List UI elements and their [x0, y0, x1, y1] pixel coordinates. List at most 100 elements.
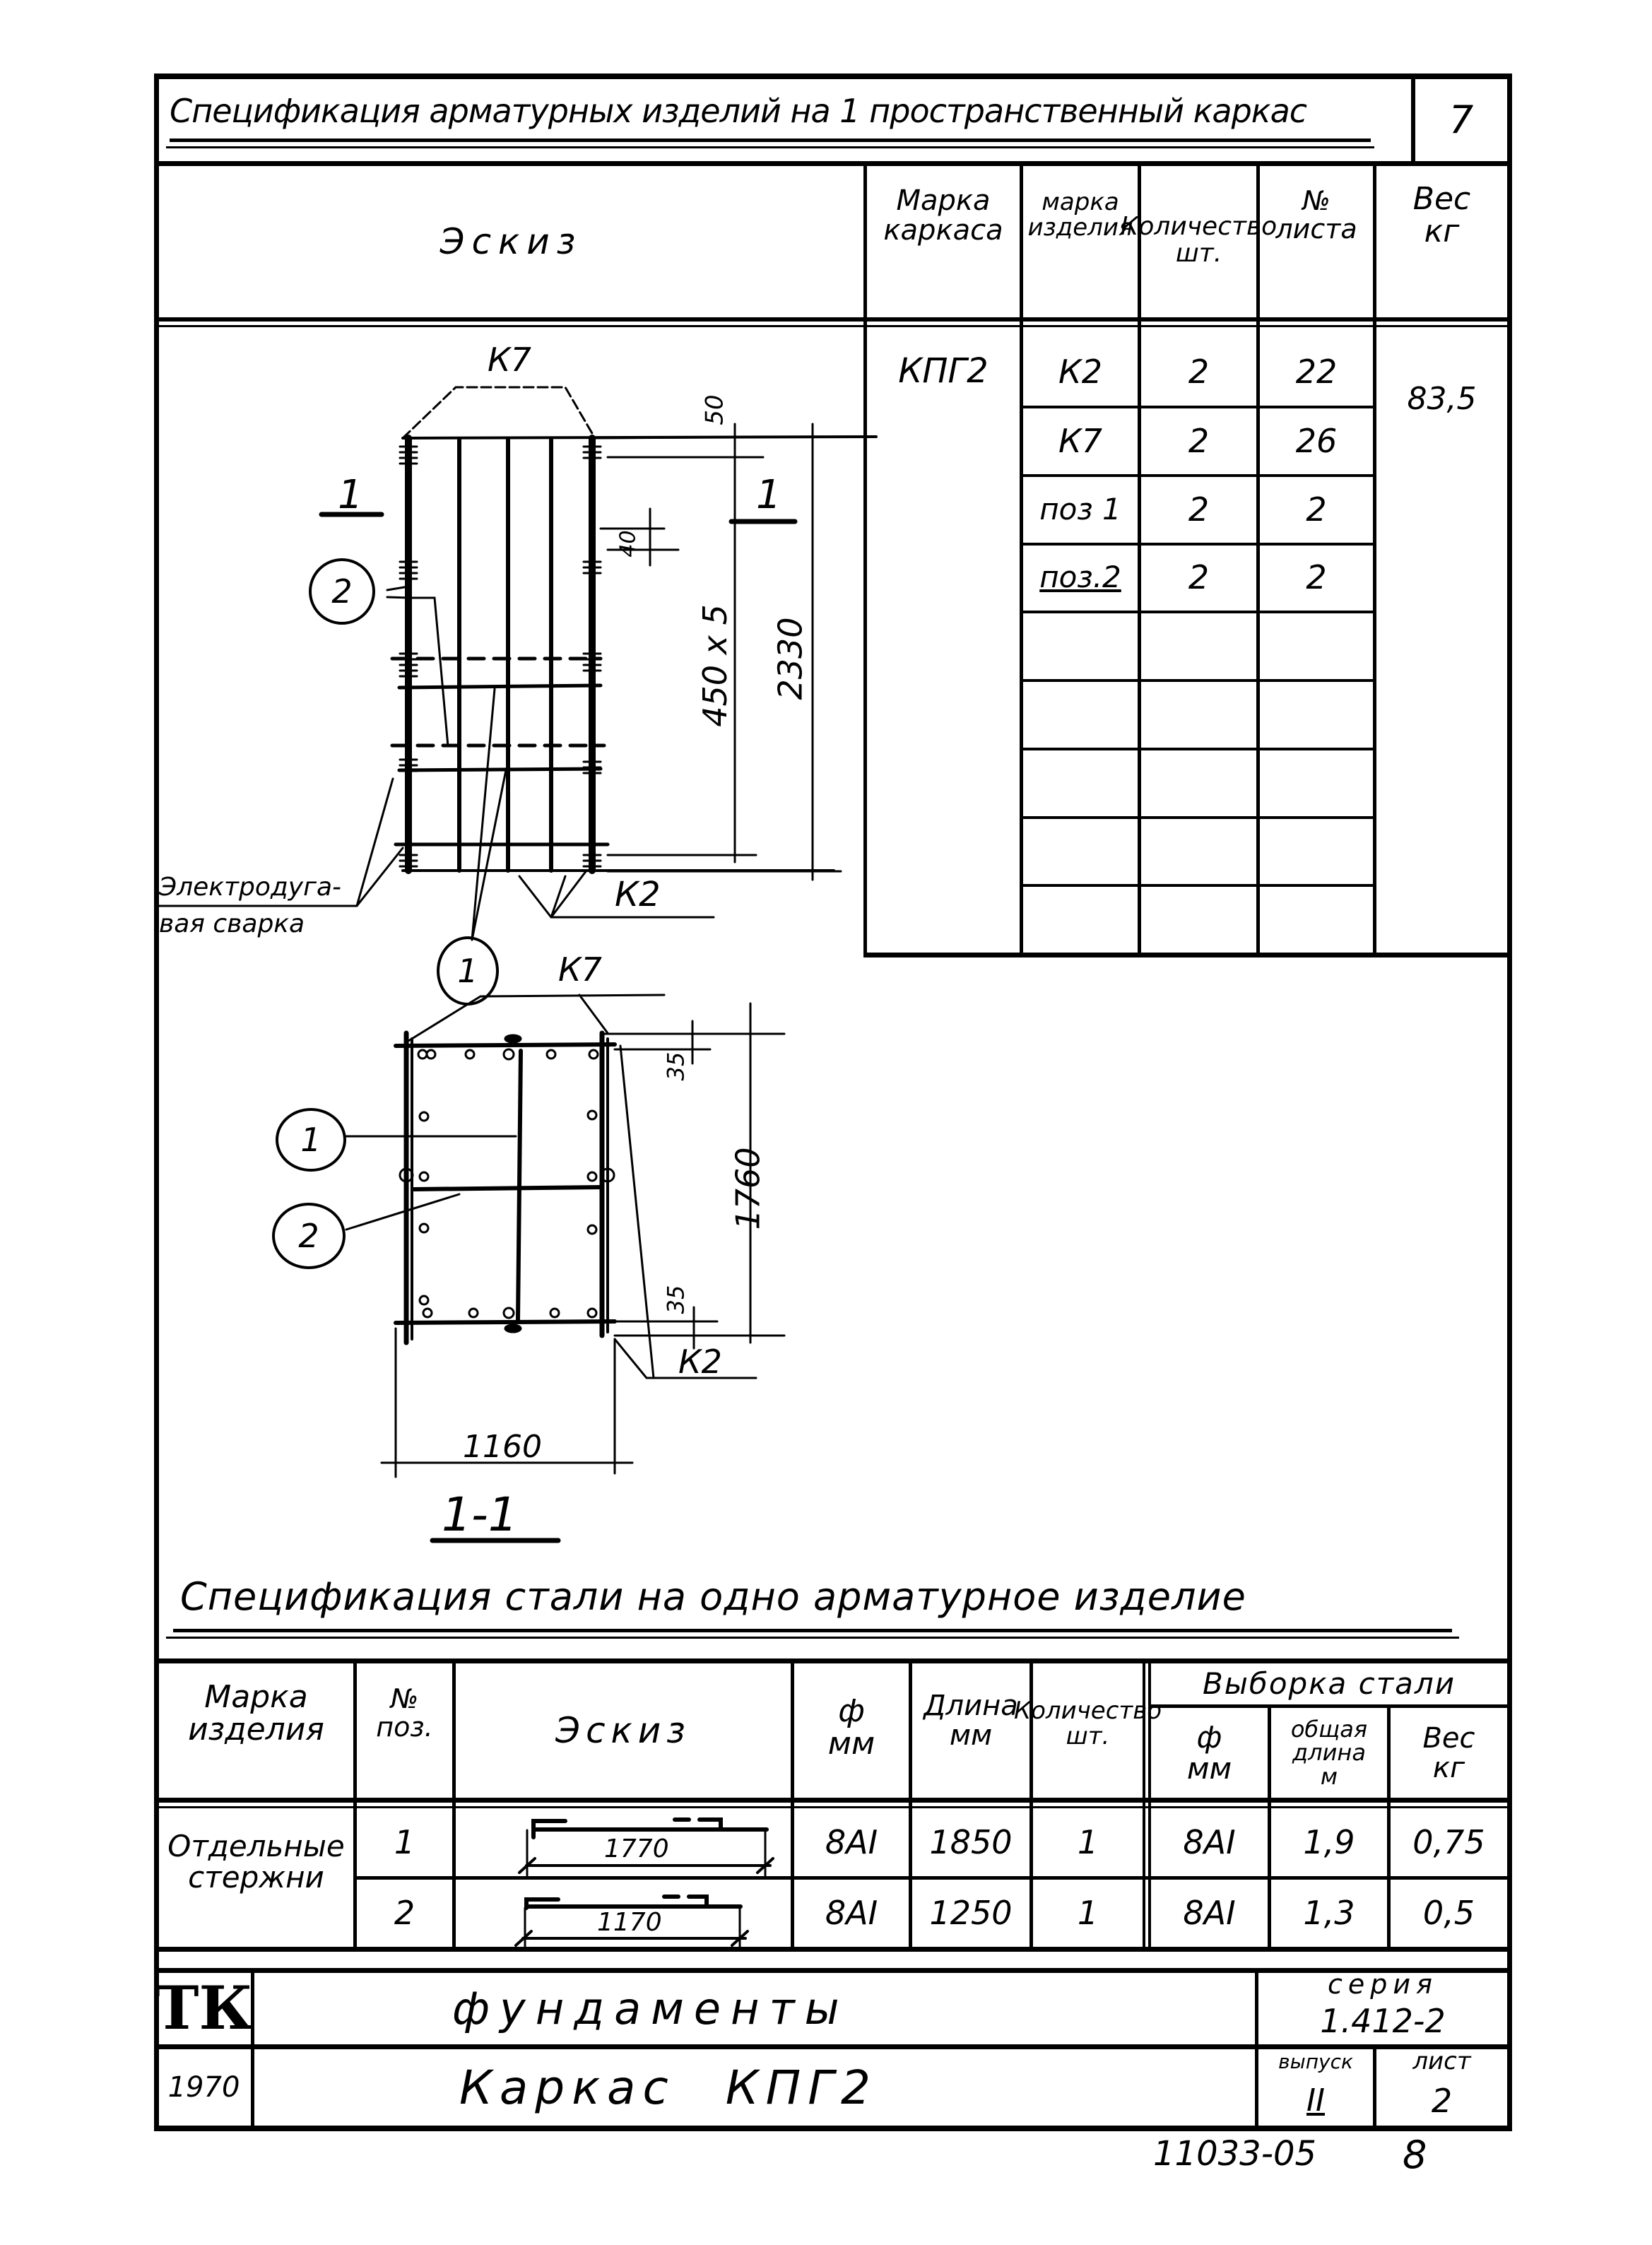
row-line — [1020, 748, 1376, 750]
row-line — [1020, 611, 1376, 613]
sheet-label: лист — [1412, 2047, 1471, 2076]
steel-sel-diameter: 8AI — [1183, 1823, 1236, 1862]
steel-col-divider — [1143, 1661, 1145, 1949]
rebar-sketch-2-dim: 1170 — [597, 1908, 662, 1937]
steel-pos: 1 — [394, 1823, 415, 1862]
row-line — [1020, 816, 1376, 819]
section-title: 1-1 — [442, 1487, 518, 1542]
callout-2-number: 2 — [331, 572, 353, 611]
row-line — [1020, 474, 1376, 477]
col-header-weight: Вес кг — [1412, 180, 1471, 249]
steel-col-divider — [1029, 1661, 1033, 1949]
col-divider-2 — [1020, 164, 1023, 957]
row-line — [1020, 679, 1376, 682]
header-bottom-line — [154, 161, 1512, 166]
steel-pos: 2 — [394, 1894, 415, 1933]
section-dim-width: 1160 — [463, 1429, 542, 1465]
sheet-value: 2 — [1431, 2081, 1453, 2120]
archive-number: 11033-05 — [1153, 2134, 1317, 2174]
sheet-no: 2 — [1306, 558, 1327, 597]
steel-col-divider — [452, 1661, 456, 1949]
row-line — [1020, 543, 1376, 546]
steel-spec-title-underline — [173, 1629, 1452, 1632]
section-callout-1: 1 — [276, 1108, 346, 1172]
steel-col-sketch: Эскиз — [555, 1709, 691, 1751]
steel-sel-diameter: 8AI — [1183, 1894, 1236, 1933]
title-underline-2 — [166, 146, 1374, 148]
steel-diameter: 8AI — [825, 1823, 878, 1862]
steel-col-divider — [353, 1661, 357, 1949]
col-header-frame-mark: Марка каркаса — [883, 184, 1003, 247]
steel-sel-weight: 0,75 — [1412, 1823, 1485, 1862]
org-mark: ТК — [155, 1972, 253, 2043]
steel-col-length: Длина мм — [924, 1690, 1018, 1752]
section-callout-2: 2 — [272, 1203, 346, 1269]
steel-col-item-mark: Марка изделия — [188, 1678, 324, 1748]
col-divider-5 — [1373, 164, 1376, 957]
row-line — [1020, 884, 1376, 887]
steel-col-divider — [1387, 1706, 1391, 1949]
weld-note-line1: Электродуга- — [159, 873, 342, 902]
page-number: 7 — [1449, 97, 1474, 142]
steel-header-bottom — [154, 1798, 1512, 1803]
col-header-item-mark: марка изделия — [1027, 188, 1133, 242]
sheet-title: Спецификация арматурных изделий на 1 про… — [170, 92, 1307, 130]
steel-col-divider — [791, 1661, 794, 1949]
subject: фундаменты — [452, 1983, 849, 2035]
sheet-no: 2 — [1306, 490, 1327, 529]
steel-header-bottom-2 — [154, 1806, 1512, 1808]
item-mark: К7 — [1058, 421, 1102, 460]
steel-col-divider — [1268, 1706, 1271, 1949]
frame-mark-value: КПГ2 — [898, 350, 989, 391]
section-label-k2: К2 — [678, 1343, 722, 1381]
item-mark: К2 — [1058, 352, 1102, 391]
steel-item-mark-value: Отдельные стержни — [167, 1828, 345, 1895]
steel-diameter: 8AI — [825, 1894, 878, 1933]
series-value: 1.412-2 — [1320, 2001, 1446, 2040]
frame-top-border — [154, 73, 1512, 79]
quantity: 2 — [1188, 421, 1210, 460]
issue-label: выпуск — [1278, 2050, 1353, 2074]
table-bottom — [863, 953, 1512, 957]
steel-length: 1250 — [929, 1894, 1013, 1933]
col-header-sketch: Эскиз — [439, 220, 583, 262]
quantity: 2 — [1188, 558, 1210, 597]
frame-weight-value: 83,5 — [1407, 380, 1477, 417]
section-callout-2-number: 2 — [298, 1217, 319, 1255]
title-block-sheet-divider — [1373, 2046, 1376, 2129]
col-divider-3 — [1138, 164, 1141, 957]
frame-bottom-border — [154, 2126, 1512, 2131]
title-underline — [170, 139, 1371, 142]
steel-col-sel-weight: Вес кг — [1422, 1722, 1475, 1784]
steel-col-diameter: ф мм — [827, 1692, 875, 1762]
steel-col-pos-no: № поз. — [376, 1683, 433, 1743]
steel-length: 1850 — [929, 1823, 1013, 1862]
label-k7-top: К7 — [488, 341, 531, 379]
steel-col-divider — [909, 1661, 912, 1949]
steel-table-top — [154, 1658, 1512, 1663]
table-header-bottom-2 — [154, 325, 1512, 327]
footer-page: 8 — [1403, 2133, 1427, 2177]
page-number-divider — [1411, 73, 1415, 163]
col-divider-1 — [863, 164, 867, 957]
section-mark-right: 1 — [756, 472, 781, 518]
steel-quantity: 1 — [1077, 1894, 1099, 1933]
col-header-quantity: Количество шт. — [1120, 212, 1278, 268]
sheet-no: 22 — [1295, 352, 1338, 391]
col-divider-4 — [1256, 164, 1260, 957]
section-mark-left: 1 — [338, 472, 363, 518]
title-block-right-divider — [1255, 1970, 1258, 2129]
item-mark: поз 1 — [1039, 491, 1121, 526]
title-block-top — [154, 1968, 1512, 1973]
callout-1-number: 1 — [457, 952, 478, 990]
row-line — [1020, 406, 1376, 408]
year: 1970 — [167, 2071, 240, 2104]
label-k2: К2 — [615, 875, 661, 914]
steel-col-sel-total-length: общая длина м — [1290, 1715, 1368, 1790]
table-header-bottom — [154, 317, 1512, 322]
drawing-title: Каркас КПГ2 — [459, 2061, 878, 2116]
sheet-no: 26 — [1295, 421, 1338, 460]
